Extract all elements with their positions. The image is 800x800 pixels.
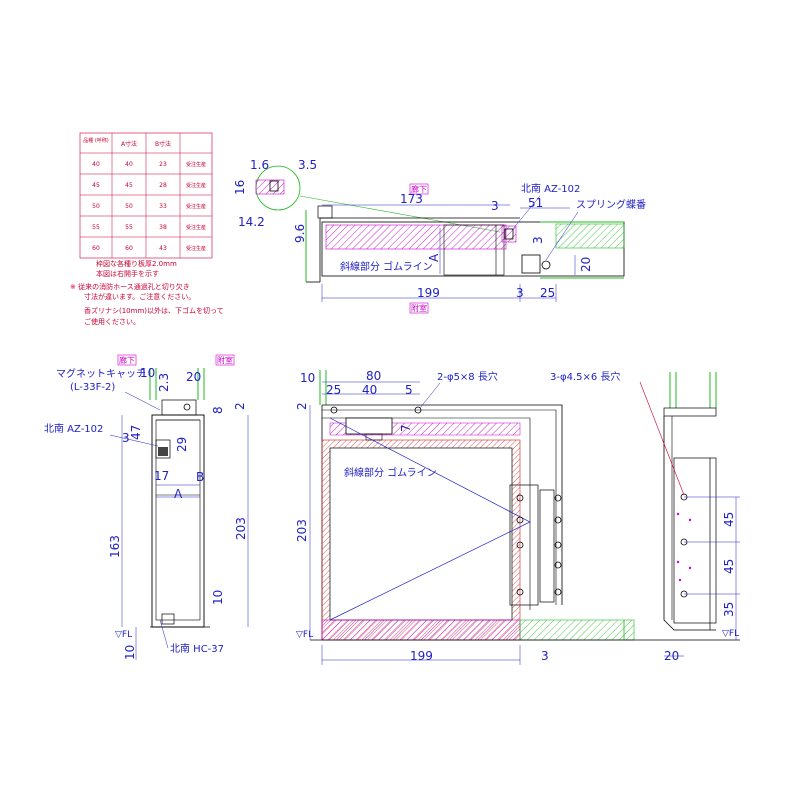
table-cell: 45 (125, 182, 133, 189)
note-line: ※ 従来の消防ホース通過孔と切り欠き (70, 282, 190, 291)
label-spring-hinge: スプリング蝶番 (576, 198, 646, 211)
table-cell: 受注生産 (186, 182, 206, 189)
tag-corridor-side: 廊下 (119, 355, 135, 365)
label-fl-front: ▽FL (296, 630, 313, 640)
dim-2-3: 2.3 (157, 373, 171, 392)
label-A: A (174, 487, 183, 501)
table-cell: 60 (92, 245, 100, 252)
table-cell: 50 (125, 203, 133, 210)
dim-3-bottom: 3 (516, 286, 524, 300)
table-cell: 50 (92, 203, 100, 210)
dim-2-side: 2 (233, 402, 247, 410)
table-cell: 55 (92, 224, 100, 231)
note-line: 枠図な各種り板厚2.0mm (96, 259, 177, 268)
right-side-view: 45 45 35 20 3-φ4.5×6 長穴 ▽FL (550, 370, 740, 663)
label-hc37: 北南 HC-37 (170, 642, 224, 655)
label-az102: 北南 AZ-102 (521, 182, 580, 195)
dim-3-side: 3 (122, 431, 130, 445)
dim-16: 16 (233, 180, 247, 195)
dim-20: 20 (579, 257, 593, 272)
table-cell: 45 (92, 182, 100, 189)
dim-203-front: 203 (295, 519, 309, 542)
plan-view: 廊下 附室 (233, 158, 646, 314)
label-holes-3: 3-φ4.5×6 長穴 (550, 370, 620, 383)
side-section: 廊下 附室 10 2.3 20 8 2 47 3 29 17 203 (44, 354, 249, 660)
table-cell: 28 (159, 182, 167, 189)
dim-163: 163 (108, 535, 122, 558)
table-cell: 60 (125, 245, 133, 252)
dim-29: 29 (175, 437, 189, 452)
table-header-1: 品種 (呼称) (83, 137, 109, 144)
dim-7: 7 (399, 424, 413, 432)
table-cell: 受注生産 (186, 245, 206, 252)
note-line: ご使用ください。 (84, 317, 140, 326)
dim-14-2: 14.2 (238, 215, 265, 229)
table-header-3: B寸法 (155, 140, 171, 148)
tag-room: 附室 (411, 303, 427, 313)
dim-20-right: 20 (664, 649, 679, 663)
dim-3-front: 3 (541, 649, 549, 663)
note-line: 寸法が違います。ご注意ください。 (84, 292, 195, 301)
tag-corridor: 廊下 (411, 184, 427, 194)
dim-45-a: 45 (722, 512, 736, 527)
label-magnet-model: (L-33F-2) (70, 382, 115, 393)
dim-9-6: 9.6 (293, 224, 307, 243)
dim-25-front: 25 (326, 383, 341, 397)
dim-20-side: 20 (186, 370, 201, 384)
label-holes-2: 2-φ5×8 長穴 (437, 370, 498, 383)
dim-2-front: 2 (295, 402, 309, 410)
dim-47: 47 (129, 425, 143, 440)
notes: 枠図な各種り板厚2.0mm 本図は右開手を示す ※ 従来の消防ホース通過孔と切り… (70, 259, 224, 326)
table-header-2: A寸法 (121, 140, 137, 148)
dim-3-5: 3.5 (298, 158, 317, 172)
tag-room-side: 附室 (217, 355, 233, 365)
dim-1-6: 1.6 (250, 158, 269, 172)
dim-A: A (427, 253, 441, 262)
label-B: B (196, 470, 204, 484)
table-cell: 55 (125, 224, 133, 231)
label-fl-right: ▽FL (722, 629, 739, 639)
label-fl-side: ▽FL (115, 630, 132, 640)
label-magnet-catch: マグネットキャッチ (56, 367, 146, 380)
dim-10: 10 (140, 366, 155, 380)
table-cell: 33 (159, 203, 167, 210)
dim-10-bottom: 10 (123, 645, 137, 660)
spec-table: 品種 (呼称) A寸法 B寸法 40 40 23 受注生産 45 45 28 受… (79, 132, 213, 259)
table-cell: 23 (159, 161, 167, 168)
note-line: 香ズリナシ(10mm)以外は、下ゴムを切って (84, 306, 224, 315)
dim-45-b: 45 (722, 559, 736, 574)
label-slant-rubber-front: 斜線部分 ゴムライン (344, 466, 437, 479)
table-cell: 受注生産 (186, 224, 206, 231)
dim-25: 25 (540, 286, 555, 300)
dim-173: 173 (400, 192, 423, 206)
dim-203-side: 203 (234, 517, 248, 540)
table-cell: 受注生産 (186, 203, 206, 210)
dim-51: 51 (528, 196, 543, 210)
dim-80: 80 (366, 369, 381, 383)
dim-3-hinge: 3 (531, 236, 545, 244)
dim-5: 5 (405, 383, 413, 397)
dim-17: 17 (154, 469, 169, 483)
front-elevation: 10 80 25 40 5 2 7 203 199 3 2-φ5×8 長穴 斜線… (295, 369, 625, 665)
table-cell: 受注生産 (186, 161, 206, 168)
table-cell: 43 (159, 245, 167, 252)
dim-3: 3 (491, 199, 499, 213)
table-cell: 40 (92, 161, 100, 168)
table-cell: 40 (125, 161, 133, 168)
dim-199-front: 199 (410, 649, 433, 663)
label-slant-rubber: 斜線部分 ゴムライン (340, 260, 433, 273)
note-line: 本図は右開手を示す (96, 269, 159, 278)
dim-40: 40 (362, 383, 377, 397)
dim-8: 8 (211, 406, 225, 414)
label-az102-side: 北南 AZ-102 (44, 422, 103, 435)
dim-199: 199 (417, 286, 440, 300)
table-cell: 38 (159, 224, 167, 231)
dim-10-front: 10 (300, 371, 315, 385)
dim-35: 35 (722, 602, 736, 617)
dim-10-lower: 10 (211, 590, 225, 605)
